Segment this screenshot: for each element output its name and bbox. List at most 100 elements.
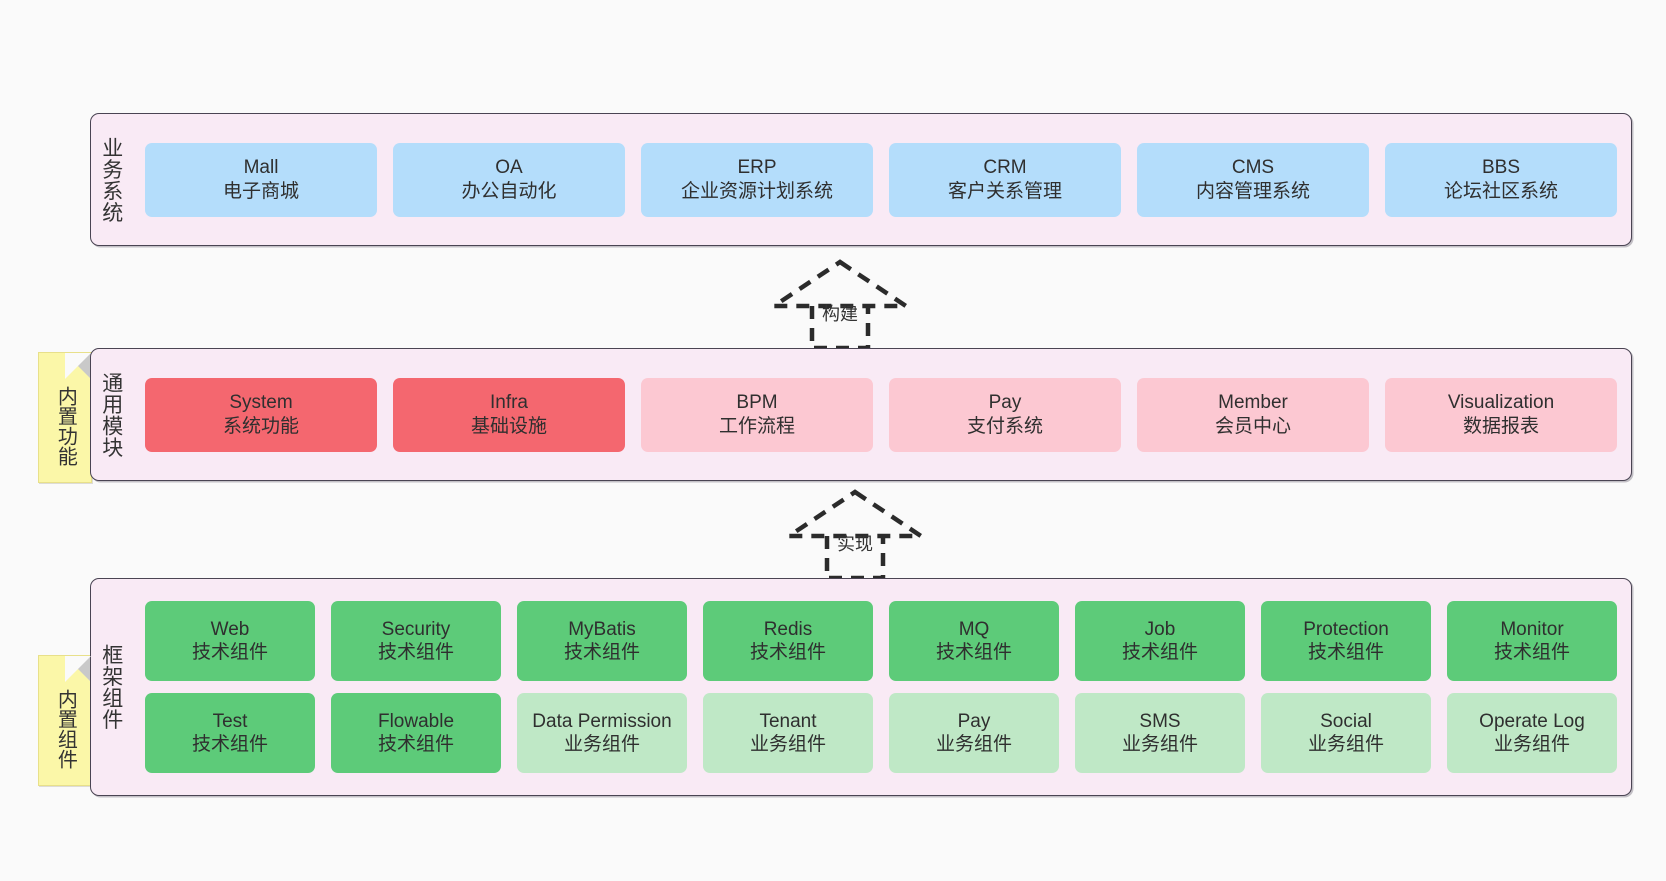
card-subtitle: 技术组件	[749, 642, 826, 663]
card-subtitle: 业务组件	[935, 734, 1012, 755]
card-title: ERP	[737, 157, 777, 179]
card-title: Data Permission	[532, 710, 672, 732]
connector-implement-label: 实现	[837, 534, 873, 554]
card-operate-log[interactable]: Operate Log 业务组件	[1447, 693, 1617, 773]
card-subtitle: 技术组件	[191, 734, 268, 755]
card-title: SMS	[1139, 710, 1181, 732]
card-subtitle: 论坛社区系统	[1443, 180, 1558, 202]
card-subtitle: 业务组件	[563, 734, 640, 755]
sticky-note-builtin-component[interactable]: 内置组件	[38, 655, 92, 786]
card-subtitle: 技术组件	[1493, 642, 1570, 663]
card-title: MQ	[958, 618, 990, 640]
card-title: BPM	[736, 392, 778, 414]
card-subtitle: 电子商城	[222, 180, 299, 202]
card-member[interactable]: Member 会员中心	[1137, 377, 1369, 452]
card-mybatis[interactable]: MyBatis 技术组件	[517, 601, 687, 681]
card-subtitle: 技术组件	[563, 642, 640, 663]
connector-build-label: 构建	[822, 304, 858, 324]
card-pay[interactable]: Pay 支付系统	[889, 377, 1121, 452]
card-title: System	[229, 392, 293, 414]
card-subtitle: 企业资源计划系统	[680, 180, 833, 202]
card-title: MyBatis	[568, 618, 636, 640]
card-title: Infra	[489, 392, 529, 414]
card-cms[interactable]: CMS 内容管理系统	[1137, 142, 1369, 217]
card-subtitle: 数据报表	[1462, 415, 1539, 437]
layer-body-common-module: System 系统功能 Infra 基础设施 BPM 工作流程 Pay 支付系统…	[131, 349, 1631, 480]
card-visualization[interactable]: Visualization 数据报表	[1385, 377, 1617, 452]
card-subtitle: 客户关系管理	[947, 180, 1062, 202]
card-row: Test 技术组件 Flowable 技术组件 Data Permission …	[145, 693, 1617, 773]
layer-common-module[interactable]: 通用模块 System 系统功能 Infra 基础设施 BPM 工作流程 Pay…	[90, 348, 1632, 481]
card-subtitle: 内容管理系统	[1195, 180, 1310, 202]
card-mq[interactable]: MQ 技术组件	[889, 601, 1059, 681]
card-title: OA	[495, 157, 523, 179]
card-crm[interactable]: CRM 客户关系管理	[889, 142, 1121, 217]
card-erp[interactable]: ERP 企业资源计划系统	[641, 142, 873, 217]
connector-implement: 实现	[770, 488, 940, 582]
card-bpm[interactable]: BPM 工作流程	[641, 377, 873, 452]
card-title: Visualization	[1447, 392, 1555, 414]
layer-caption-business-system: 业务系统	[99, 136, 123, 223]
card-subtitle: 技术组件	[1307, 642, 1384, 663]
card-title: Pay	[957, 710, 991, 732]
card-job[interactable]: Job 技术组件	[1075, 601, 1245, 681]
card-subtitle: 技术组件	[191, 642, 268, 663]
card-bbs[interactable]: BBS 论坛社区系统	[1385, 142, 1617, 217]
card-mall[interactable]: Mall 电子商城	[145, 142, 377, 217]
card-test[interactable]: Test 技术组件	[145, 693, 315, 773]
card-title: Security	[381, 618, 451, 640]
card-oa[interactable]: OA 办公自动化	[393, 142, 625, 217]
card-title: CMS	[1231, 157, 1275, 179]
card-protection[interactable]: Protection 技术组件	[1261, 601, 1431, 681]
sticky-note-label: 内置组件	[54, 688, 77, 769]
card-subtitle: 工作流程	[718, 415, 795, 437]
card-subtitle: 业务组件	[1121, 734, 1198, 755]
card-row: Mall 电子商城 OA 办公自动化 ERP 企业资源计划系统 CRM 客户关系…	[145, 142, 1617, 217]
card-subtitle: 办公自动化	[461, 180, 557, 202]
layer-body-business-system: Mall 电子商城 OA 办公自动化 ERP 企业资源计划系统 CRM 客户关系…	[131, 114, 1631, 245]
card-title: Job	[1144, 618, 1176, 640]
card-title: Pay	[988, 392, 1022, 414]
layer-framework-component[interactable]: 框架组件 Web 技术组件 Security 技术组件 MyBatis 技术组件…	[90, 578, 1632, 796]
card-title: Social	[1320, 710, 1372, 732]
layer-caption-common-module: 通用模块	[99, 371, 123, 458]
layer-caption-framework-component: 框架组件	[99, 644, 123, 730]
card-pay-business[interactable]: Pay 业务组件	[889, 693, 1059, 773]
card-subtitle: 技术组件	[935, 642, 1012, 663]
card-subtitle: 系统功能	[222, 415, 299, 437]
card-sms[interactable]: SMS 业务组件	[1075, 693, 1245, 773]
card-title: Member	[1218, 392, 1288, 414]
card-title: Test	[212, 710, 248, 732]
card-data-permission[interactable]: Data Permission 业务组件	[517, 693, 687, 773]
sticky-note-label: 内置功能	[54, 385, 77, 466]
card-subtitle: 会员中心	[1214, 415, 1291, 437]
sticky-note-builtin-function[interactable]: 内置功能	[38, 352, 92, 483]
card-subtitle: 业务组件	[1493, 734, 1570, 755]
card-subtitle: 业务组件	[749, 734, 826, 755]
card-title: Flowable	[377, 710, 455, 732]
card-title: Redis	[763, 618, 813, 640]
card-subtitle: 支付系统	[966, 415, 1043, 437]
card-system[interactable]: System 系统功能	[145, 377, 377, 452]
card-infra[interactable]: Infra 基础设施	[393, 377, 625, 452]
card-monitor[interactable]: Monitor 技术组件	[1447, 601, 1617, 681]
card-redis[interactable]: Redis 技术组件	[703, 601, 873, 681]
card-title: Protection	[1303, 618, 1389, 640]
card-subtitle: 基础设施	[470, 415, 547, 437]
card-subtitle: 技术组件	[1121, 642, 1198, 663]
layer-business-system[interactable]: 业务系统 Mall 电子商城 OA 办公自动化 ERP 企业资源计划系统 CRM…	[90, 113, 1632, 246]
card-social[interactable]: Social 业务组件	[1261, 693, 1431, 773]
card-title: Web	[210, 618, 250, 640]
card-subtitle: 技术组件	[377, 642, 454, 663]
card-title: CRM	[983, 157, 1027, 179]
card-title: Monitor	[1500, 618, 1564, 640]
card-title: Mall	[243, 157, 279, 179]
card-title: BBS	[1481, 157, 1521, 179]
card-flowable[interactable]: Flowable 技术组件	[331, 693, 501, 773]
card-security[interactable]: Security 技术组件	[331, 601, 501, 681]
card-web[interactable]: Web 技术组件	[145, 601, 315, 681]
layer-body-framework-component: Web 技术组件 Security 技术组件 MyBatis 技术组件 Redi…	[131, 579, 1631, 795]
card-row: Web 技术组件 Security 技术组件 MyBatis 技术组件 Redi…	[145, 601, 1617, 681]
card-tenant[interactable]: Tenant 业务组件	[703, 693, 873, 773]
